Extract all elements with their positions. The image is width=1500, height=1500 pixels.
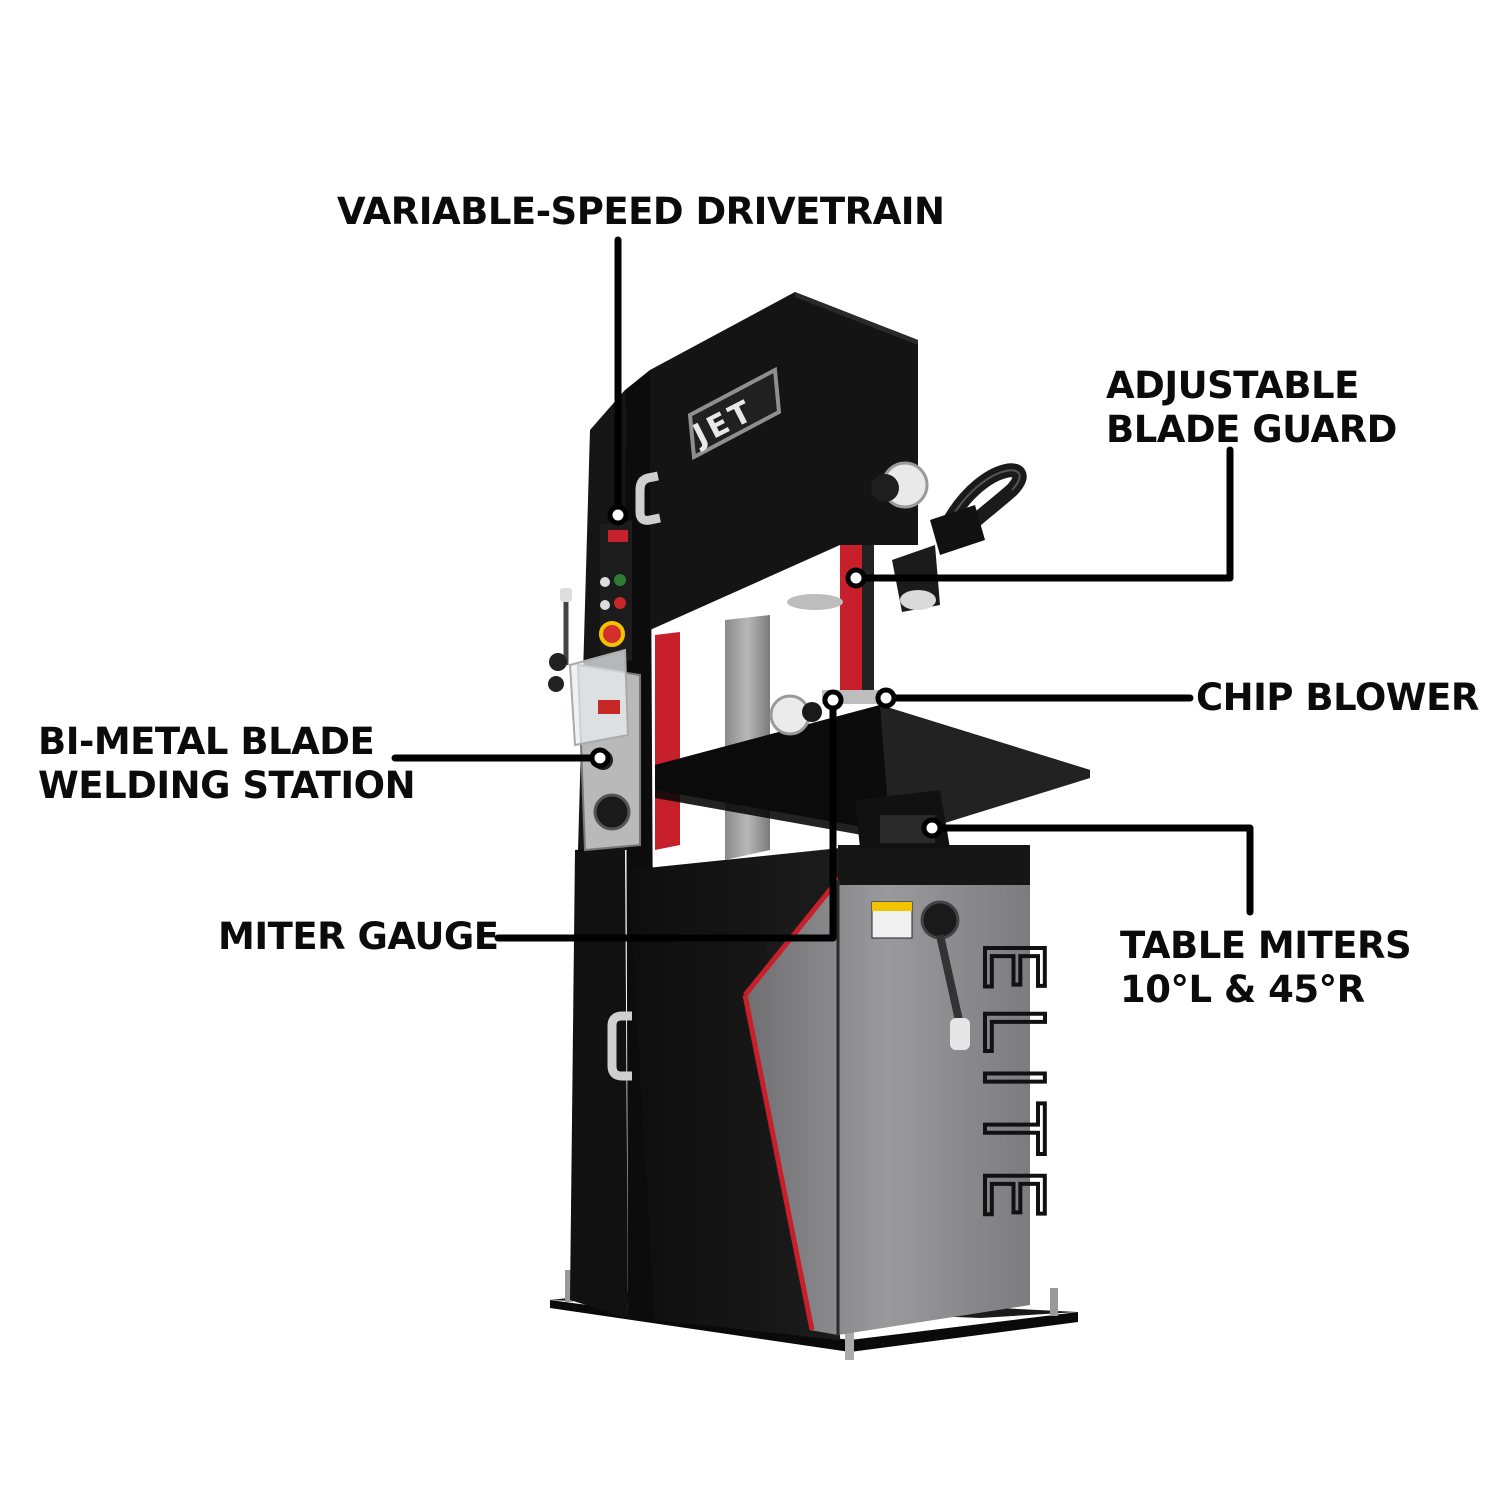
callout-table-line2: 10°L & 45°R: [1120, 968, 1365, 1011]
callout-table-line1: TABLE MITERS: [1120, 924, 1412, 967]
work-table: [655, 705, 1090, 848]
upper-door-handle-icon: [635, 471, 661, 525]
control-panel: [599, 520, 632, 665]
start-button-icon: [614, 574, 626, 586]
lower-door-handle-icon: [607, 1011, 632, 1081]
callout-variable-speed-drivetrain: VARIABLE-SPEED DRIVETRAIN: [337, 190, 945, 234]
callout-miter-gauge: MITER GAUGE: [218, 915, 499, 959]
callout-miter-text: MITER GAUGE: [218, 915, 499, 958]
leader-table: [928, 824, 1254, 916]
lever-grip-icon: [950, 1018, 970, 1050]
callout-welding-line2: WELDING STATION: [38, 764, 416, 807]
leader-blade-guard: [852, 446, 1234, 582]
callout-guard-line2: BLADE GUARD: [1106, 408, 1397, 451]
cabinet-gray-section: ELITE: [742, 845, 1062, 1340]
callout-drivetrain-text: VARIABLE-SPEED DRIVETRAIN: [337, 190, 945, 233]
upper-wheel-housing: JET: [635, 292, 929, 630]
stop-button-icon: [614, 597, 626, 609]
callout-chip-blower: CHIP BLOWER: [1196, 676, 1479, 720]
callout-blower-text: CHIP BLOWER: [1196, 676, 1479, 719]
speed-display: [608, 530, 628, 542]
emergency-stop-icon: [599, 621, 625, 647]
callout-welding-station: BI-METAL BLADE WELDING STATION: [38, 720, 416, 808]
callout-adjustable-blade-guard: ADJUSTABLE BLADE GUARD: [1106, 364, 1397, 452]
cabinet-brand-text: ELITE: [965, 940, 1060, 1234]
callout-table-miters: TABLE MITERS 10°L & 45°R: [1120, 924, 1412, 1012]
leader-miter: [494, 696, 837, 942]
leader-endpoints: [589, 504, 943, 839]
jet-logo-plate: [687, 366, 782, 461]
callout-guard-line1: ADJUSTABLE: [1106, 364, 1359, 407]
tilt-knob-icon: [920, 900, 960, 940]
callout-welding-line1: BI-METAL BLADE: [38, 720, 375, 763]
wheel-window: [787, 594, 843, 610]
leader-lines: [391, 236, 1254, 942]
